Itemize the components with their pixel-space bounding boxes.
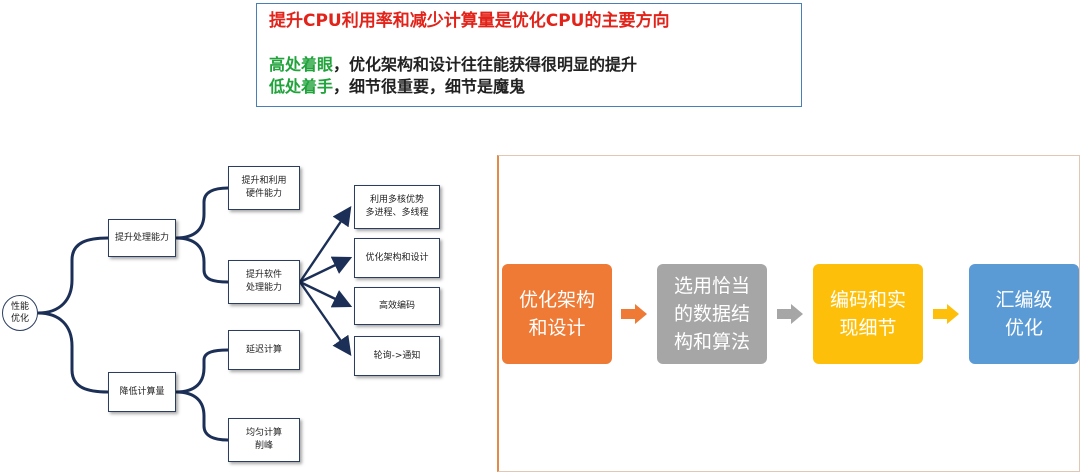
connector-root-branch2 <box>36 311 110 394</box>
flow-step-data-structures: 选用恰当 的数据结 构和算法 <box>657 264 767 364</box>
node-peak-shaving: 均匀计算 削峰 <box>228 418 300 462</box>
connector-root-branch1 <box>36 236 110 315</box>
header-line-2: 低处着手，细节很重要，细节是魔鬼 <box>269 76 801 98</box>
leaf-efficient-coding: 高效编码 <box>354 287 440 325</box>
node-software-capability: 提升软件 处理能力 <box>228 260 300 304</box>
connector-branch2-sub2 <box>174 390 230 442</box>
node-improve-processing: 提升处理能力 <box>108 219 176 257</box>
flow-arrow-3 <box>933 304 959 324</box>
tree-connectors <box>36 186 353 442</box>
optimization-flow-box: 优化架构 和设计 选用恰当 的数据结 构和算法 编码和实 现细节 汇编级 优化 <box>497 155 1080 472</box>
arrow-to-leaf-1 <box>299 206 352 283</box>
flow-arrow-1 <box>621 304 647 324</box>
flow-step-assembly: 汇编级 优化 <box>969 264 1079 364</box>
node-hardware-capability: 提升和利用 硬件能力 <box>228 166 300 210</box>
performance-tree-diagram: 性能 优化 提升处理能力 提升和利用 硬件能力 提升软件 处理能力 利用多核优势… <box>0 150 460 472</box>
header-line-2-rest: ，细节很重要，细节是魔鬼 <box>333 77 526 96</box>
connector-branch1-sub2 <box>174 236 230 284</box>
leaf-architecture: 优化架构和设计 <box>354 238 440 278</box>
leaf-multicore: 利用多核优势 多进程、多线程 <box>354 185 440 229</box>
header-box: 提升CPU利用率和减少计算量是优化CPU的主要方向 高处着眼，优化架构和设计往往… <box>256 3 802 107</box>
flow-arrow-2 <box>777 304 803 324</box>
connector-branch2-sub1 <box>174 348 230 394</box>
header-line-2-accent: 低处着手 <box>269 77 334 96</box>
node-reduce-computation: 降低计算量 <box>108 372 176 412</box>
arrow-to-leaf-4 <box>299 281 352 356</box>
node-lazy-computation: 延迟计算 <box>228 330 300 370</box>
root-node-performance: 性能 优化 <box>2 295 38 331</box>
header-line-1: 高处着眼，优化架构和设计往往能获得很明显的提升 <box>269 54 801 76</box>
arrow-to-leaf-3 <box>299 280 353 308</box>
header-title: 提升CPU利用率和减少计算量是优化CPU的主要方向 <box>269 11 670 31</box>
header-line-1-rest: ，优化架构和设计往往能获得很明显的提升 <box>333 55 638 74</box>
header-line-1-accent: 高处着眼 <box>269 55 334 74</box>
flow-step-coding-details: 编码和实 现细节 <box>813 264 923 364</box>
flow-step-architecture: 优化架构 和设计 <box>502 264 612 364</box>
connector-branch1-sub1 <box>174 186 230 240</box>
arrow-to-leaf-2 <box>299 256 353 284</box>
leaf-polling-notify: 轮询->通知 <box>354 336 440 376</box>
